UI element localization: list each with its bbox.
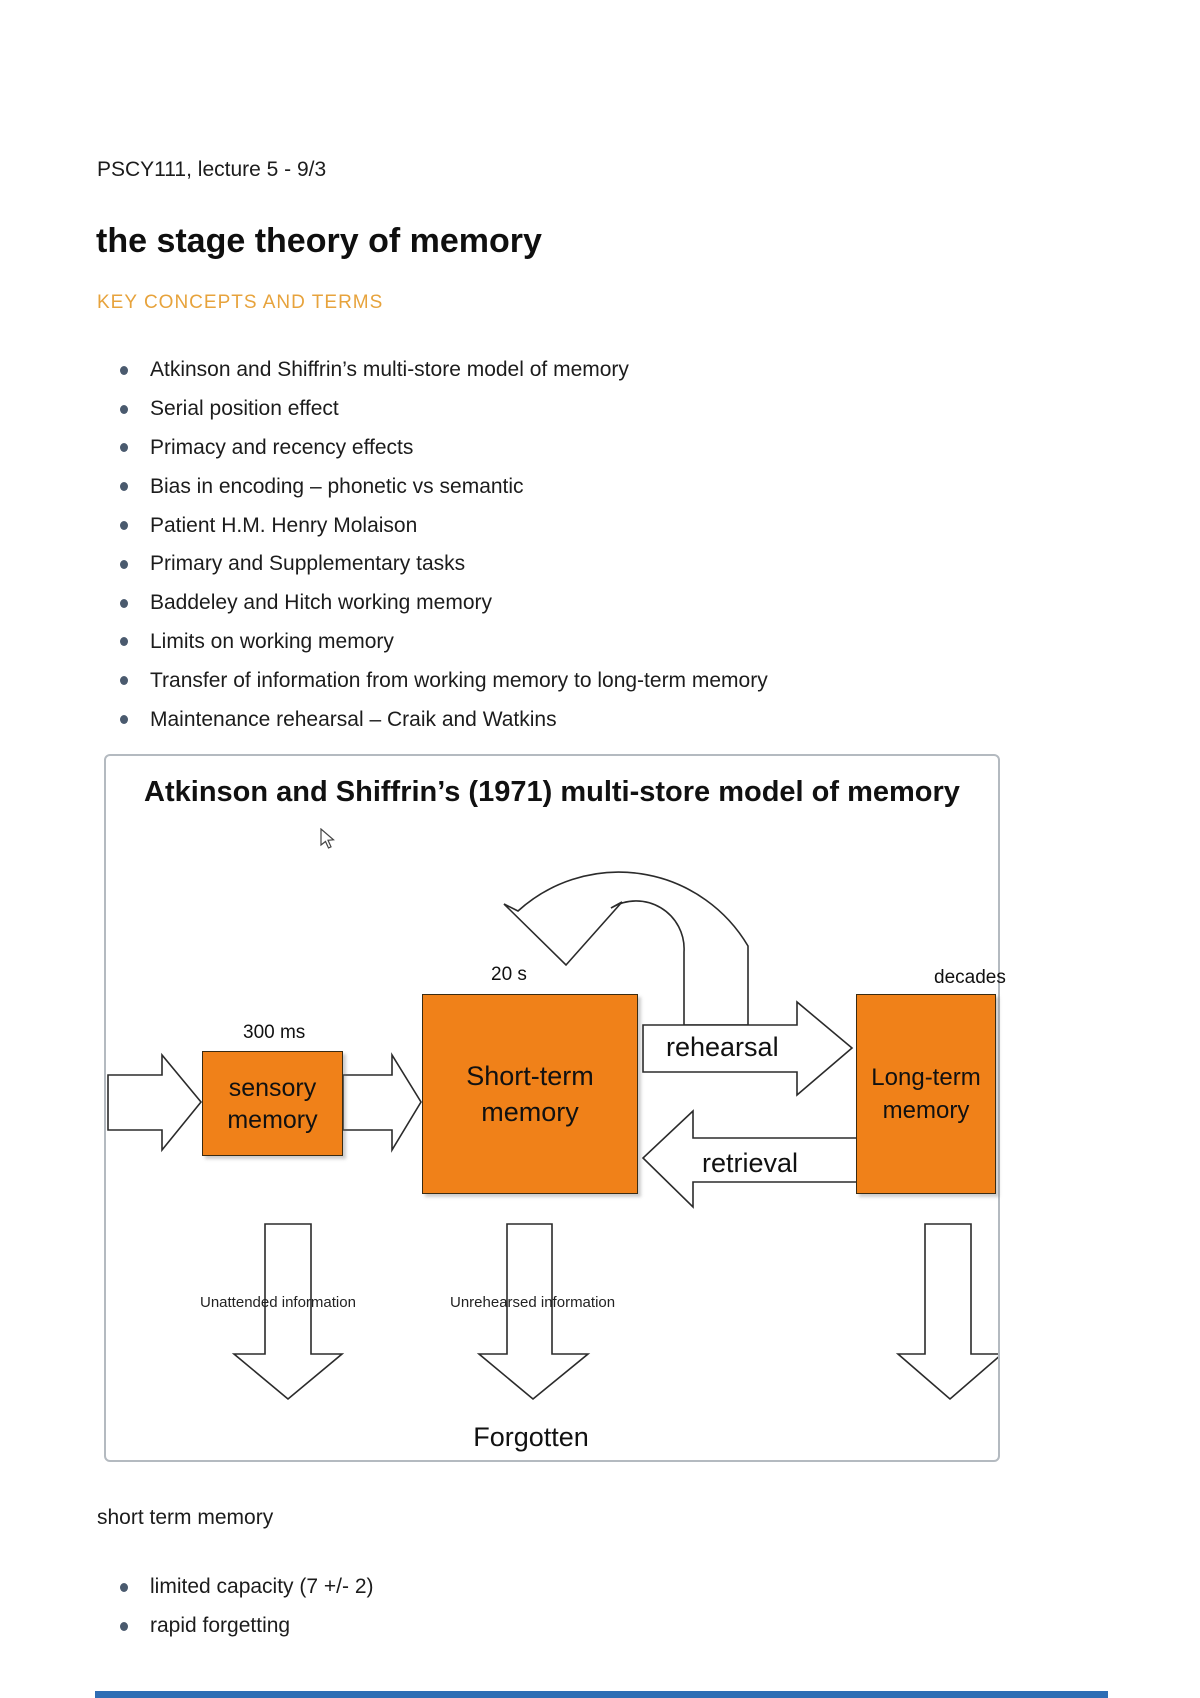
multi-store-model-diagram: Atkinson and Shiffrin’s (1971) multi-sto… — [104, 754, 1006, 1462]
short-term-memory-heading: short term memory — [97, 1506, 274, 1529]
sensory-to-stm-arrow — [342, 1052, 422, 1153]
list-item: Maintenance rehearsal – Craik and Watkin… — [120, 700, 1020, 739]
course-header: PSCY111, lecture 5 - 9/3 — [97, 158, 327, 181]
diagram-title: Atkinson and Shiffrin’s (1971) multi-sto… — [144, 776, 960, 808]
page-title: the stage theory of memory — [96, 222, 542, 260]
bullet-dot — [120, 676, 128, 686]
concept-text: Primacy and recency effects — [150, 435, 414, 459]
ltm-duration-label: decades — [934, 967, 1006, 988]
rehearsal-arrow — [642, 1000, 854, 1097]
list-item: rapid forgetting — [120, 1607, 820, 1646]
stm-bullet-text: rapid forgetting — [150, 1614, 291, 1638]
bullet-dot — [120, 482, 128, 492]
next-section-blue-bar — [95, 1691, 1108, 1698]
bullet-dot — [120, 521, 128, 531]
diagram-arrows-layer — [107, 871, 998, 1401]
retrieval-label: retrieval — [702, 1148, 799, 1178]
concept-text: Baddeley and Hitch working memory — [150, 591, 492, 615]
concept-text: Limits on working memory — [150, 629, 394, 653]
stm-duration-label: 20 s — [491, 964, 527, 985]
rehearsal-loop-arrow — [503, 871, 749, 1026]
bullet-dot — [120, 715, 128, 725]
list-item: Baddeley and Hitch working memory — [120, 584, 1020, 623]
long-term-memory-box: Long-term memory — [856, 994, 996, 1194]
list-item: Primary and Supplementary tasks — [120, 545, 1020, 584]
list-item: Serial position effect — [120, 390, 1020, 429]
short-term-memory-list: limited capacity (7 +/- 2) rapid forgett… — [120, 1568, 820, 1646]
input-arrow — [107, 1052, 203, 1153]
concept-text: Serial position effect — [150, 397, 339, 421]
bullet-dot — [120, 443, 128, 453]
key-concepts-heading: KEY CONCEPTS AND TERMS — [97, 292, 384, 313]
sensory-duration-label: 300 ms — [243, 1022, 306, 1043]
ltm-down-arrow — [895, 1223, 998, 1401]
forgotten-label: Forgotten — [473, 1422, 589, 1452]
list-item: Limits on working memory — [120, 623, 1020, 662]
list-item: Patient H.M. Henry Molaison — [120, 506, 1020, 545]
unattended-information-label: Unattended information — [200, 1294, 356, 1311]
bullet-dot — [120, 559, 128, 569]
bullet-dot — [120, 404, 128, 414]
bullet-dot — [120, 598, 128, 608]
bullet-dot — [120, 637, 128, 647]
concept-text: Patient H.M. Henry Molaison — [150, 513, 418, 537]
concept-text: Transfer of information from working mem… — [150, 668, 768, 692]
concept-text: Maintenance rehearsal – Craik and Watkin… — [150, 707, 557, 731]
concept-text: Bias in encoding – phonetic vs semantic — [150, 474, 524, 498]
sensory-memory-box: sensory memory — [202, 1051, 343, 1156]
list-item: Atkinson and Shiffrin’s multi-store mode… — [120, 351, 1020, 390]
list-item: Primacy and recency effects — [120, 429, 1020, 468]
concept-text: Primary and Supplementary tasks — [150, 552, 466, 576]
short-term-memory-box: Short-term memory — [422, 994, 638, 1194]
concept-text: Atkinson and Shiffrin’s multi-store mode… — [150, 358, 629, 382]
unrehearsed-down-arrow — [476, 1223, 591, 1401]
unattended-down-arrow — [231, 1223, 345, 1401]
retrieval-arrow — [641, 1109, 862, 1209]
stm-bullet-text: limited capacity (7 +/- 2) — [150, 1575, 374, 1599]
bullet-dot — [120, 1582, 128, 1592]
list-item: Bias in encoding – phonetic vs semantic — [120, 467, 1020, 506]
key-concepts-list: Atkinson and Shiffrin’s multi-store mode… — [120, 351, 1020, 739]
bullet-dot — [120, 365, 128, 375]
rehearsal-label: rehearsal — [666, 1032, 779, 1062]
list-item: Transfer of information from working mem… — [120, 661, 1020, 700]
list-item: limited capacity (7 +/- 2) — [120, 1568, 820, 1607]
bullet-dot — [120, 1621, 128, 1631]
unrehearsed-information-label: Unrehearsed information — [450, 1294, 616, 1311]
